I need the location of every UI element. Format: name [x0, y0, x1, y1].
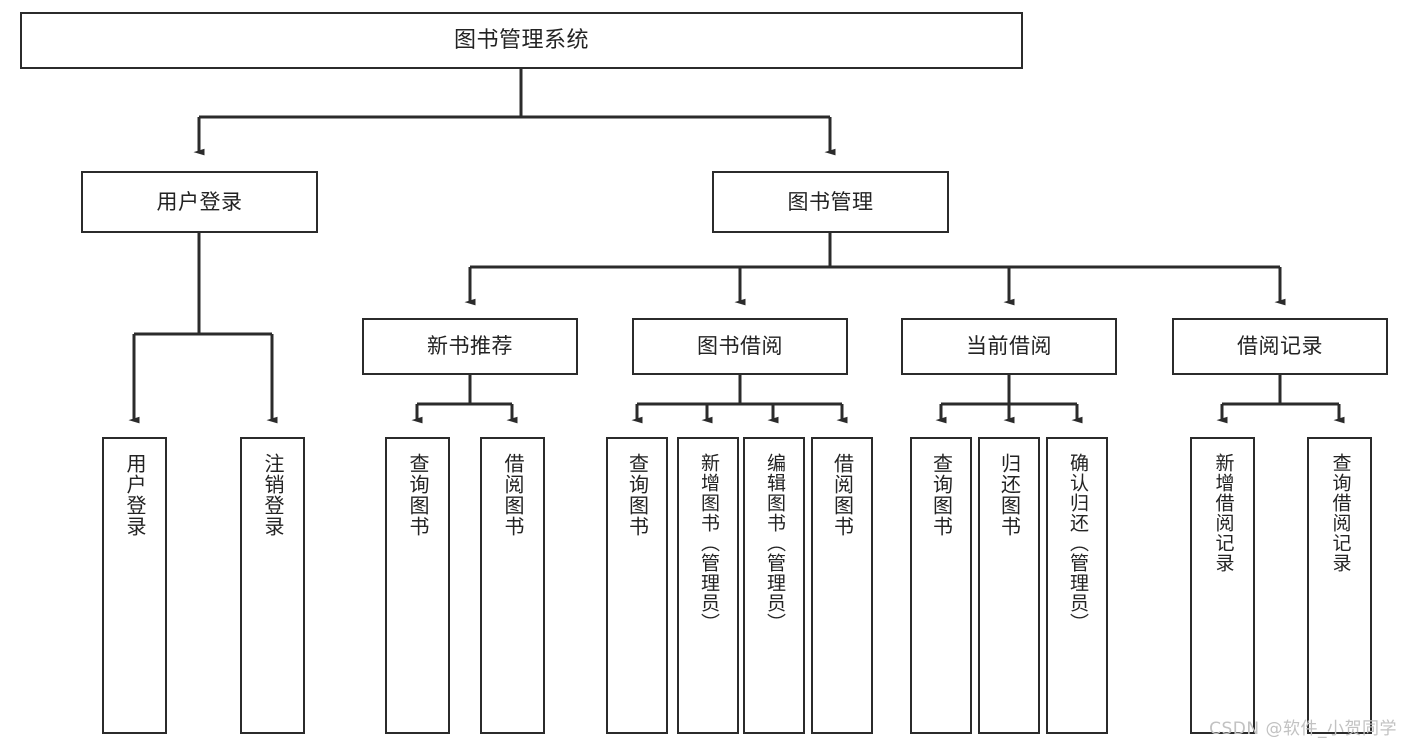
node-label: 注销登录: [261, 453, 285, 537]
node-label: 新书推荐: [427, 334, 513, 359]
leaf-borrow-books-borrowing[interactable]: 借阅图书: [811, 437, 873, 734]
leaf-query-books-borrowing[interactable]: 查询图书: [606, 437, 668, 734]
node-label: 借阅记录: [1237, 334, 1323, 359]
leaf-query-books-new-recommendation[interactable]: 查询图书: [385, 437, 450, 734]
node-label: 查询图书: [929, 453, 954, 537]
csdn-watermark: CSDN @软件_小贺同学: [1209, 719, 1397, 739]
node-label: 查询借阅记录: [1329, 453, 1352, 573]
leaf-return-books[interactable]: 归还图书: [978, 437, 1040, 734]
leaf-query-books-current[interactable]: 查询图书: [910, 437, 972, 734]
node-label: 当前借阅: [966, 334, 1052, 359]
node-label: 新增借阅记录: [1212, 453, 1235, 573]
node-label: 归还图书: [997, 453, 1022, 537]
node-label: 查询图书: [625, 453, 650, 537]
node-label: 查询图书: [406, 453, 430, 537]
leaf-user-login[interactable]: 用户登录: [102, 437, 167, 734]
leaf-confirm-return-admin[interactable]: 确认归还（管理员）: [1046, 437, 1108, 734]
leaf-add-borrowing-record[interactable]: 新增借阅记录: [1190, 437, 1255, 734]
node-label: 确认归还（管理员）: [1066, 453, 1089, 633]
node-label: 图书管理系统: [453, 27, 589, 53]
node-label: 用户登录: [156, 189, 243, 214]
node-book-borrowing[interactable]: 图书借阅: [632, 318, 848, 375]
node-borrowing-records[interactable]: 借阅记录: [1172, 318, 1388, 375]
node-user-login[interactable]: 用户登录: [81, 171, 318, 233]
leaf-borrow-books-new-recommendation[interactable]: 借阅图书: [480, 437, 545, 734]
node-root-book-management-system[interactable]: 图书管理系统: [20, 12, 1023, 69]
node-book-management[interactable]: 图书管理: [712, 171, 949, 233]
node-label: 借阅图书: [501, 453, 525, 537]
leaf-query-borrowing-record[interactable]: 查询借阅记录: [1307, 437, 1372, 734]
node-label: 新增图书（管理员）: [697, 453, 720, 633]
node-label: 图书管理: [787, 189, 874, 214]
node-new-book-recommendation[interactable]: 新书推荐: [362, 318, 578, 375]
node-current-borrowing[interactable]: 当前借阅: [901, 318, 1117, 375]
node-label: 用户登录: [123, 453, 147, 537]
leaf-edit-book-admin[interactable]: 编辑图书（管理员）: [743, 437, 805, 734]
leaf-add-book-admin[interactable]: 新增图书（管理员）: [677, 437, 739, 734]
leaf-logout[interactable]: 注销登录: [240, 437, 305, 734]
node-label: 编辑图书（管理员）: [763, 453, 786, 633]
node-label: 图书借阅: [697, 334, 783, 359]
node-label: 借阅图书: [830, 453, 855, 537]
